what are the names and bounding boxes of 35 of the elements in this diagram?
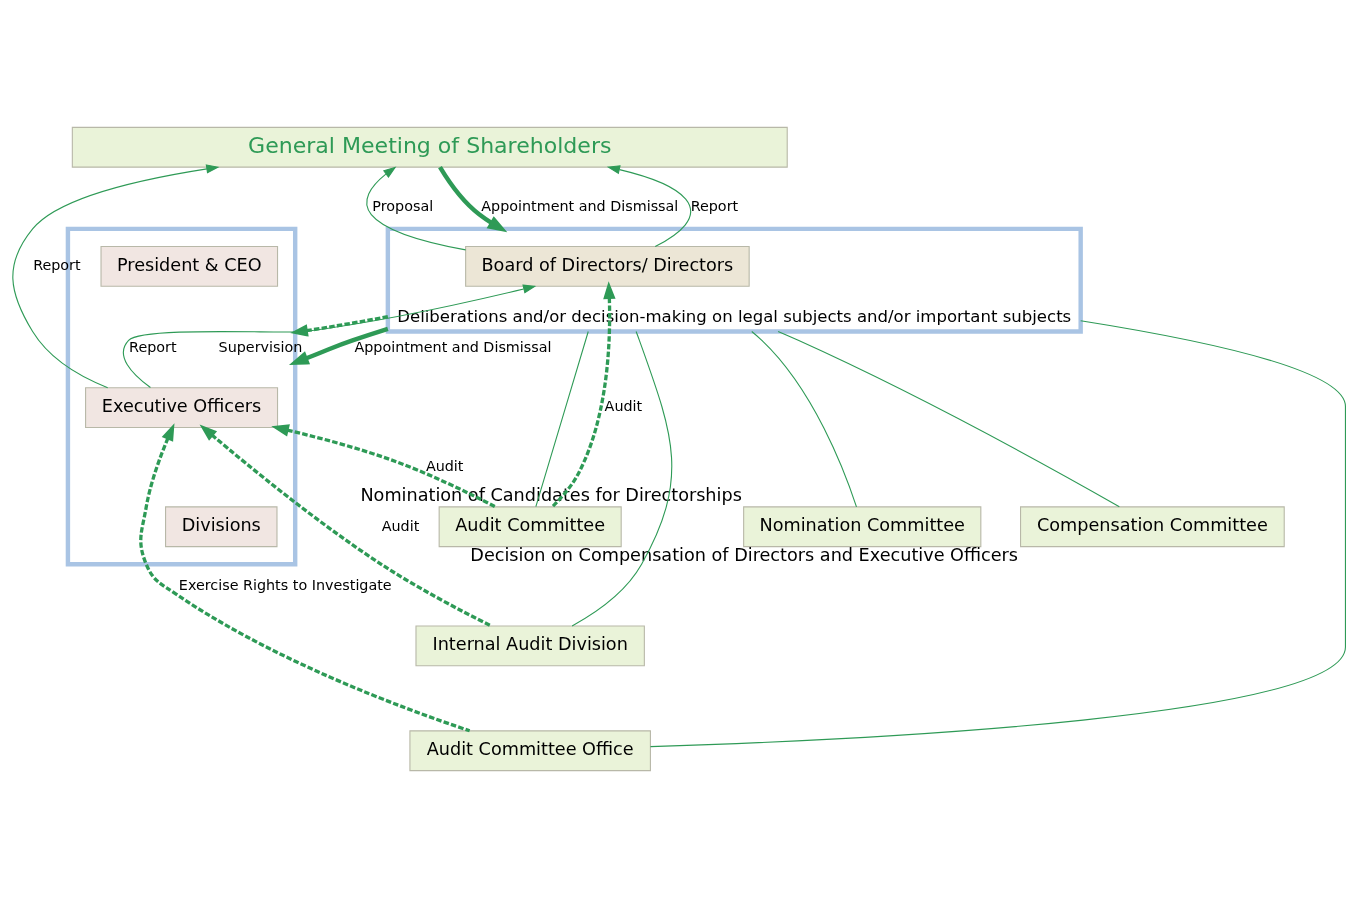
arrow xyxy=(139,423,471,733)
edge-label: Audit xyxy=(425,457,464,474)
node-box: Audit Committee Office xyxy=(409,730,651,772)
arrow xyxy=(12,164,220,389)
arrow xyxy=(199,424,492,628)
node-box: General Meeting of Shareholders xyxy=(71,126,788,168)
arrow xyxy=(606,165,692,248)
connector xyxy=(649,320,1346,748)
arrow xyxy=(551,281,616,509)
edge-label: Report xyxy=(129,338,177,355)
edge-label: Report xyxy=(33,257,81,274)
edge-label: Supervision xyxy=(218,338,303,355)
connector xyxy=(571,330,673,627)
node-box: Executive Officers xyxy=(85,387,279,429)
edge-label: Exercise Rights to Investigate xyxy=(178,577,392,594)
edge-label: Report xyxy=(690,197,739,214)
node-box: Divisions xyxy=(165,506,278,548)
arrow xyxy=(271,424,497,509)
arrow xyxy=(366,166,467,251)
node-box: Audit Committee xyxy=(438,506,622,548)
edge-label: Appointment and Dismissal xyxy=(481,197,679,214)
arrow xyxy=(438,166,508,233)
edge-label: Audit xyxy=(381,517,420,534)
edge-label: Audit xyxy=(604,398,643,415)
edge-label: Proposal xyxy=(372,197,434,214)
node-box: Internal Audit Division xyxy=(415,625,645,667)
node-box: President & CEO xyxy=(100,246,279,287)
connector xyxy=(777,330,1120,508)
arrow xyxy=(290,314,389,337)
edge-label: Appointment and Dismissal xyxy=(354,338,552,355)
node-box: Nomination Committee xyxy=(743,506,982,548)
arrow xyxy=(288,326,389,366)
node-box: Board of Directors/ Directors xyxy=(465,246,750,287)
node-box: Compensation Committee xyxy=(1020,506,1285,548)
connector xyxy=(751,330,858,508)
